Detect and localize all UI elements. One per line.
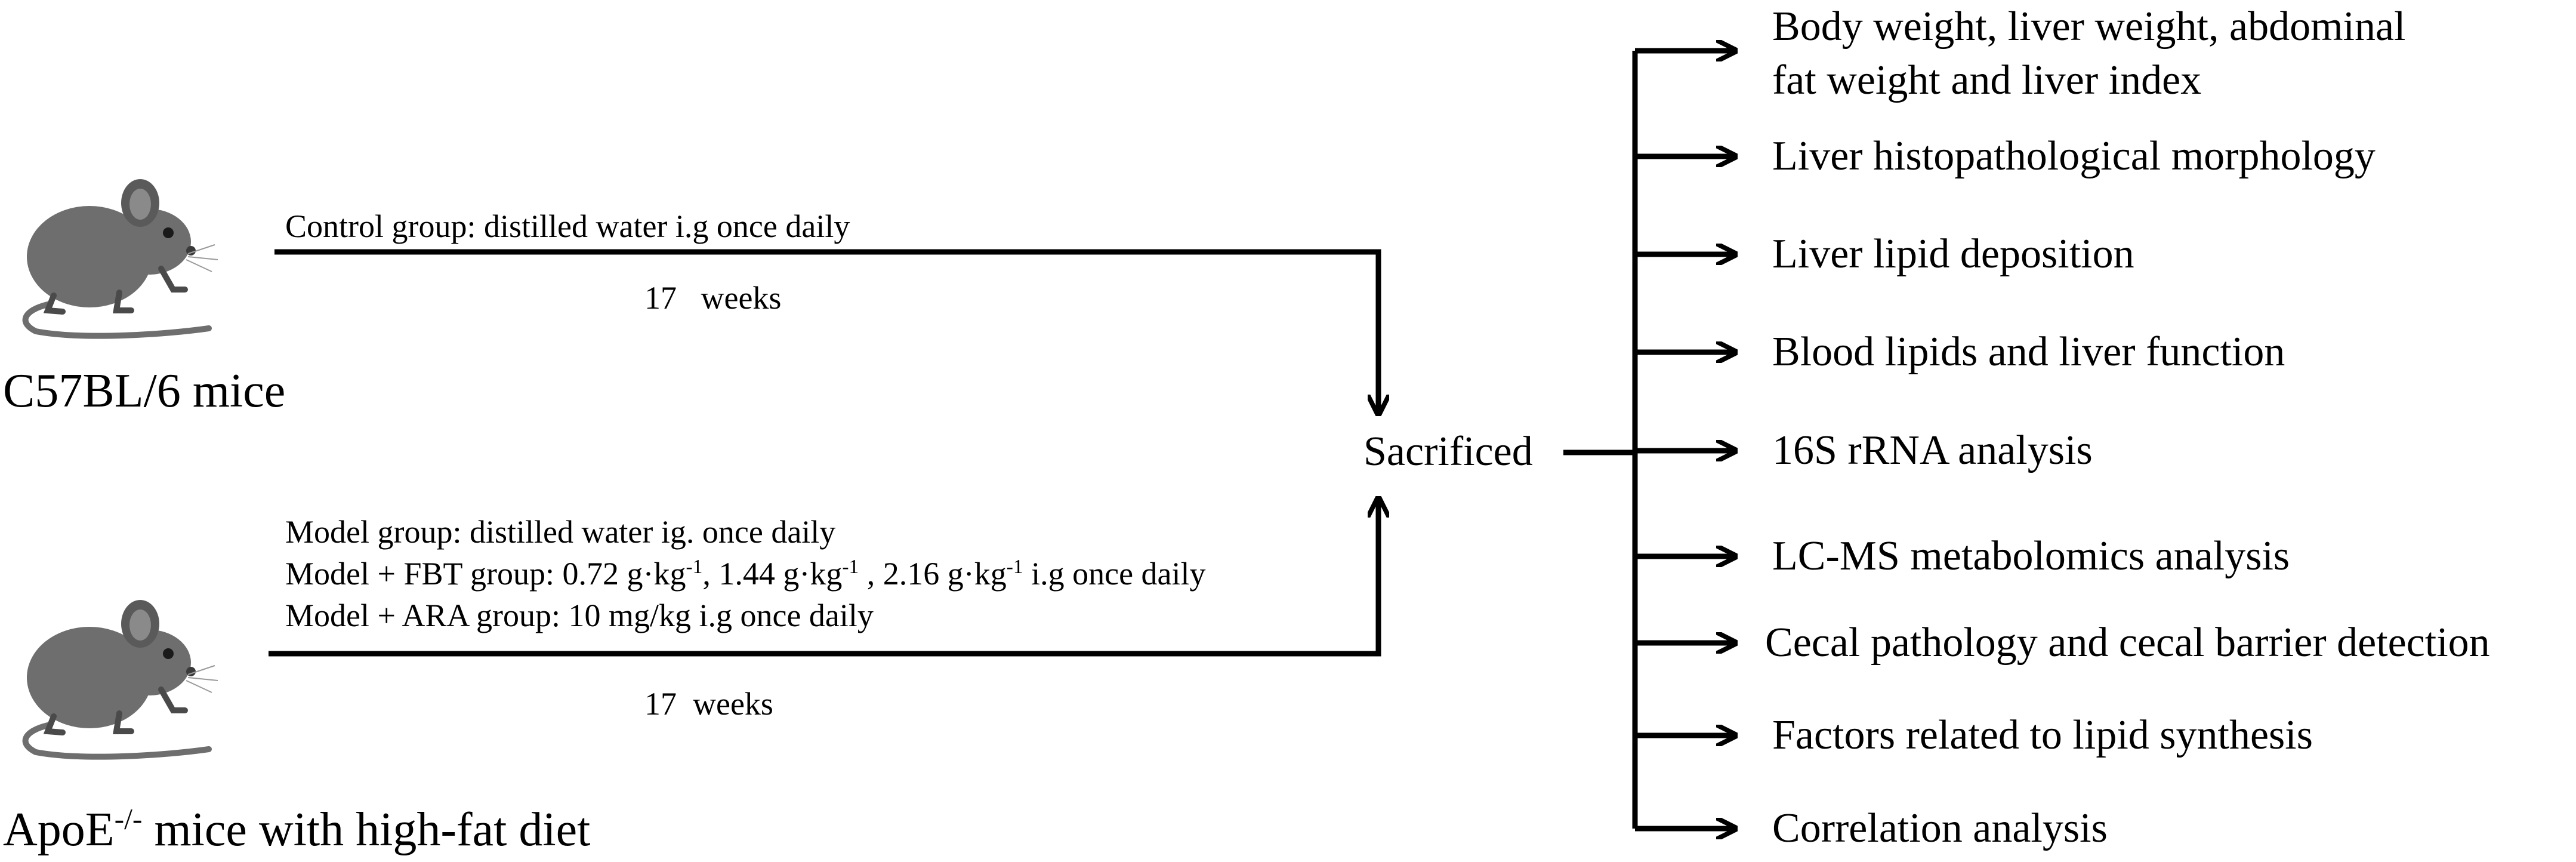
model-treatment-line-3: Model + ARA group: 10 mg/kg i.g once dai…	[285, 598, 874, 633]
fbt-sup-1: -1	[686, 556, 703, 578]
outcome-1b: fat weight and liver index	[1772, 57, 2202, 103]
model-treatment-line-2: Model + FBT group: 0.72 g·kg-1, 1.44 g·k…	[285, 556, 1206, 592]
model-group-label: ApoE-/- mice with high-fat diet	[3, 803, 591, 856]
fbt-dose-3: , 2.16 g·kg	[859, 556, 1007, 592]
outcome-1a: Body weight, liver weight, abdominal	[1772, 4, 2406, 50]
fbt-dose-2: , 1.44 g·kg	[702, 556, 843, 592]
fbt-sup-3: -1	[1006, 556, 1023, 578]
fbt-sup-2: -1	[842, 556, 859, 578]
control-duration: 17 weeks	[644, 280, 782, 316]
model-label-rest: mice with high-fat diet	[142, 803, 591, 856]
mouse-icon-model	[22, 600, 218, 760]
control-group-label: C57BL/6 mice	[3, 365, 286, 417]
outcome-2: Liver histopathological morphology	[1772, 133, 2376, 179]
outcome-6: LC-MS metabolomics analysis	[1772, 533, 2290, 579]
fbt-dose-1: Model + FBT group: 0.72 g·kg	[285, 556, 686, 592]
outcome-7: Cecal pathology and cecal barrier detect…	[1765, 620, 2490, 666]
outcome-9: Correlation analysis	[1772, 805, 2108, 851]
outcome-5: 16S rRNA analysis	[1772, 427, 2093, 473]
fbt-frequency: i.g once daily	[1023, 556, 1206, 592]
model-treatment-line-1: Model group: distilled water ig. once da…	[285, 514, 836, 550]
outcome-4: Blood lipids and liver function	[1772, 329, 2285, 375]
mouse-icon-control	[22, 179, 218, 339]
sacrificed-label: Sacrificed	[1363, 429, 1533, 475]
model-label-sup: -/-	[114, 802, 143, 836]
outcome-3: Liver lipid deposition	[1772, 231, 2134, 277]
model-label-main: ApoE	[3, 803, 115, 856]
outcome-8: Factors related to lipid synthesis	[1772, 712, 2313, 758]
control-connector	[274, 249, 1378, 412]
control-treatment-text: Control group: distilled water i.g once …	[285, 208, 850, 244]
model-duration: 17 weeks	[644, 686, 773, 722]
model-connector	[269, 500, 1378, 657]
